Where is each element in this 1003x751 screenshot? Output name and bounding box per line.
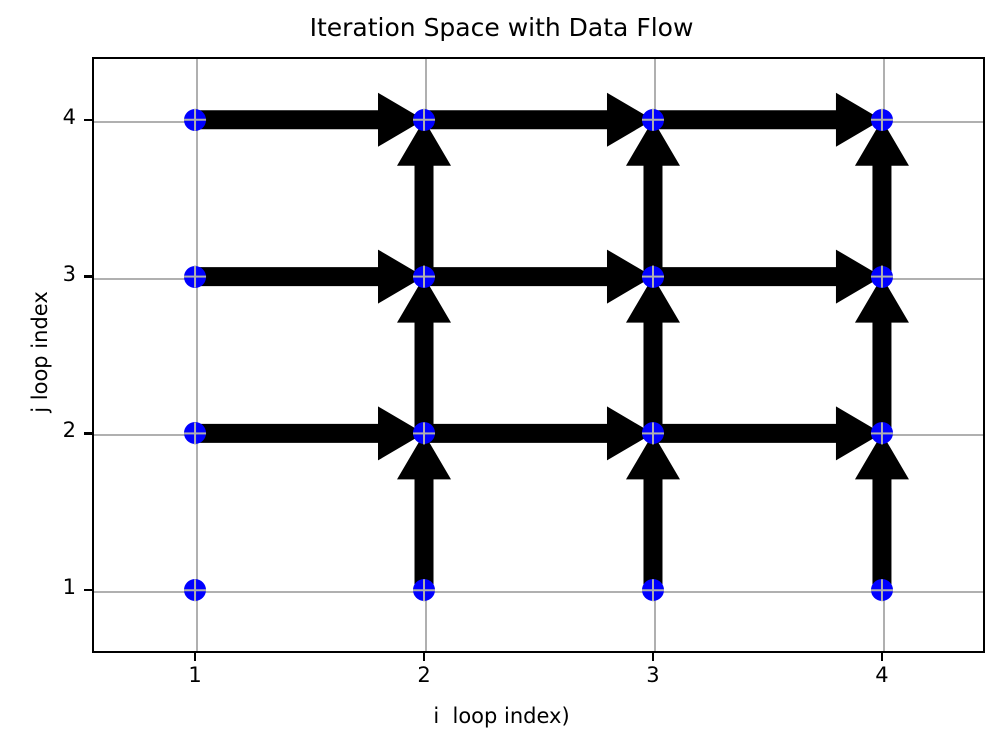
- chart-title: Iteration Space with Data Flow: [309, 13, 694, 42]
- gridline-horizontal: [94, 434, 983, 437]
- x-tick-label: 1: [188, 663, 202, 687]
- y-tick-mark: [84, 432, 92, 435]
- gridline-vertical: [425, 59, 427, 651]
- iteration-point-marker: [413, 265, 435, 288]
- y-axis-label: j loop index: [28, 291, 52, 413]
- y-tick-label: 2: [62, 418, 76, 443]
- iteration-point-marker: [413, 108, 435, 131]
- iteration-point-marker: [870, 108, 893, 131]
- x-axis-label: i loop index): [433, 704, 570, 728]
- plot-area: [92, 57, 985, 653]
- x-tick-mark: [422, 653, 426, 661]
- y-tick-label: 4: [62, 104, 76, 129]
- x-tick-label: 3: [646, 663, 660, 687]
- gridline-vertical: [882, 59, 885, 651]
- iteration-point-marker: [641, 265, 664, 288]
- gridline-horizontal: [94, 120, 983, 123]
- y-tick-mark: [84, 118, 92, 121]
- gridline-vertical: [653, 59, 656, 651]
- x-tick-mark: [193, 653, 197, 661]
- iteration-point-marker: [184, 265, 207, 288]
- y-tick-label: 1: [62, 575, 76, 600]
- gridline-horizontal: [94, 591, 983, 594]
- gridline-vertical: [196, 59, 199, 651]
- y-tick-label: 3: [62, 261, 76, 286]
- iteration-point-marker: [641, 108, 664, 131]
- x-tick-label: 4: [875, 663, 889, 687]
- y-tick-mark: [84, 275, 92, 278]
- y-tick-mark: [84, 589, 92, 592]
- iteration-point-marker: [184, 108, 207, 131]
- x-tick-mark: [651, 653, 655, 661]
- x-tick-label: 2: [417, 663, 431, 687]
- gridline-horizontal: [94, 277, 983, 280]
- iteration-point-marker: [870, 265, 893, 288]
- x-tick-mark: [880, 653, 884, 661]
